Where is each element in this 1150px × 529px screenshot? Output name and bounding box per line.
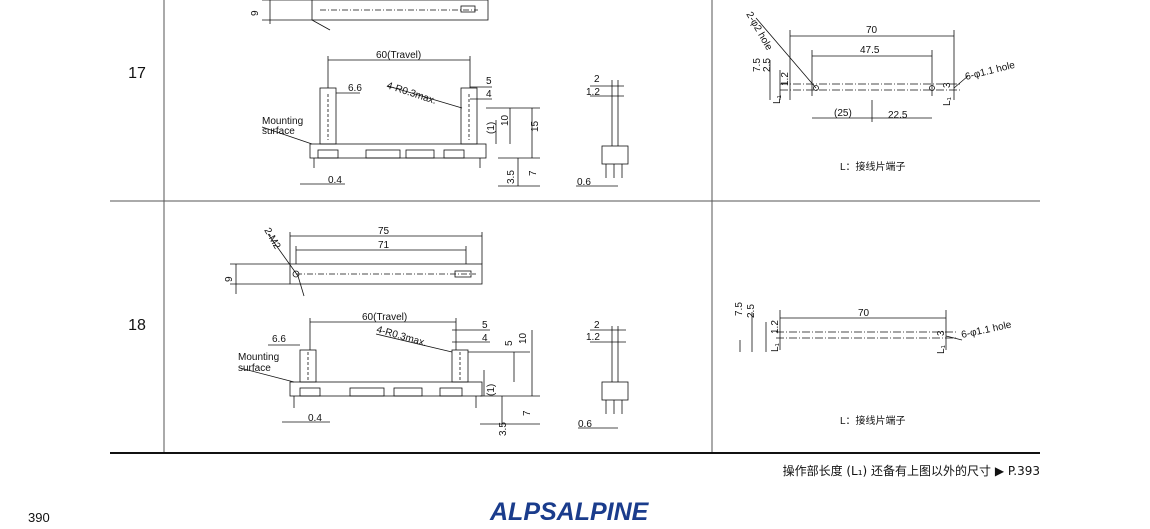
dim-label: L₁ [942, 96, 953, 106]
dim-label: 1.2 [586, 332, 600, 343]
dim-label: 0.6 [577, 177, 591, 188]
dim-label: 1.2 [586, 87, 600, 98]
dim-label: 75 [378, 226, 390, 237]
dim-label: 9 [250, 10, 261, 16]
row-number: 18 [128, 317, 146, 334]
dim-label: 71 [378, 240, 390, 251]
dim-label: 47.5 [860, 45, 880, 56]
brand-logo: ALPSALPINE [490, 498, 649, 526]
travel-label: 60(Travel) [362, 312, 407, 323]
pcb-hole-label: 6-φ1.1 hole [960, 319, 1013, 340]
dim-label: 7 [528, 170, 539, 176]
footer-note: 操作部长度 (L₁) 还备有上图以外的尺寸 ▶ P.393 [782, 464, 1040, 478]
dim-label: 9 [224, 276, 235, 282]
terminal-note: L：接线片端子 [840, 416, 906, 427]
dim-label: 7.5 [752, 58, 763, 72]
dim-label: 3.5 [498, 422, 509, 436]
dim-label: 15 [530, 120, 541, 132]
dim-label: 0.4 [308, 413, 322, 424]
dim-label: (1) [486, 122, 497, 134]
dim-label: 3 [942, 82, 953, 88]
dim-label: 2 [594, 74, 600, 85]
mounting-label: Mounting [238, 352, 279, 363]
dim-label: 10 [500, 114, 511, 126]
dim-label: 5 [504, 340, 515, 346]
dim-label: L₁ [936, 344, 947, 354]
travel-label: 60(Travel) [376, 50, 421, 61]
dim-label: 70 [858, 308, 870, 319]
dim-label: 7.5 [734, 302, 745, 316]
surface-label: surface [238, 363, 271, 374]
dim-label: 1.2 [770, 320, 781, 334]
terminal-note: L：接线片端子 [840, 162, 906, 173]
dim-label: L₁ [772, 94, 783, 104]
dim-label: 2 [594, 320, 600, 331]
dim-label: (1) [486, 384, 497, 396]
row-number: 17 [128, 65, 146, 82]
surface-label: surface [262, 126, 295, 137]
dim-label: 2.5 [746, 304, 757, 318]
mounting-label: Mounting [262, 116, 303, 127]
dim-label: 2.5 [762, 58, 773, 72]
dim-label: 70 [866, 25, 878, 36]
dim-label: 0.6 [578, 419, 592, 430]
dim-label: 3 [936, 330, 947, 336]
dim-label: 10 [518, 332, 529, 344]
dim-label: L₁ [770, 342, 781, 352]
dim-label: 4 [482, 333, 488, 344]
dim-label: 1.2 [780, 72, 791, 86]
dim-label: 6.6 [348, 83, 362, 94]
dim-label: 5 [482, 320, 488, 331]
dim-label: 0.4 [328, 175, 342, 186]
dim-label: 5 [486, 76, 492, 87]
page-number: 390 [28, 510, 50, 525]
dim-label: 22.5 [888, 110, 908, 121]
dim-label: 7 [522, 410, 533, 416]
dim-label: (25) [834, 108, 852, 119]
dim-label: 6.6 [272, 334, 286, 345]
dim-label: 3.5 [506, 170, 517, 184]
dim-label: 4 [486, 89, 492, 100]
